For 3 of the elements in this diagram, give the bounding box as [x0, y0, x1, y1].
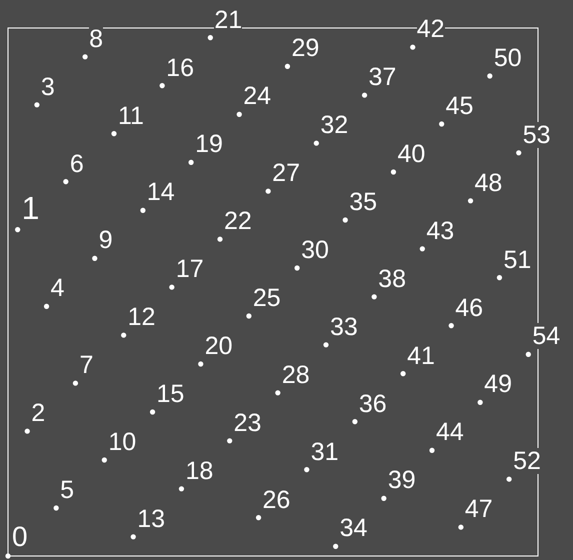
point-label: 53 [522, 122, 551, 148]
point-label: 54 [532, 323, 560, 350]
point-label: 52 [513, 448, 541, 474]
